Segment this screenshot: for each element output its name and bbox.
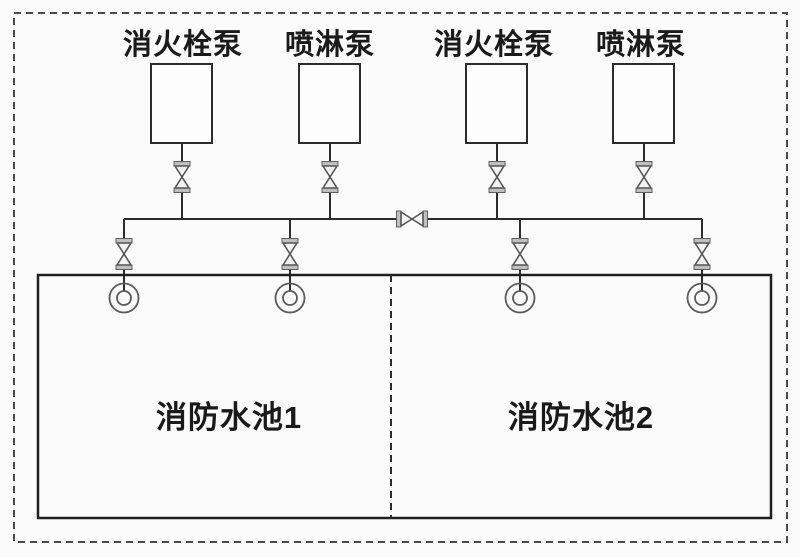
pump1-label: 消火栓泵 — [122, 29, 244, 61]
suction-valve-1-icon — [115, 237, 133, 271]
dashed-boundary — [13, 12, 788, 543]
pump3-label: 消火栓泵 — [433, 29, 555, 61]
header-isolation-valve-icon — [395, 210, 429, 228]
pump4-box — [612, 63, 675, 144]
tank2-label: 消防水池2 — [507, 400, 655, 435]
pump4-label: 喷淋泵 — [595, 29, 687, 61]
pump2-discharge-valve-icon — [321, 160, 339, 194]
suction-valve-4-icon — [693, 237, 711, 271]
tank1-label: 消防水池1 — [155, 400, 303, 435]
pump2-box — [298, 63, 361, 144]
pump3-discharge-valve-icon — [488, 160, 506, 194]
suction-valve-2-icon — [281, 237, 299, 271]
pump1-box — [150, 63, 213, 144]
pump4-discharge-valve-icon — [635, 160, 653, 194]
suction-valve-3-icon — [511, 237, 529, 271]
pump3-box — [465, 63, 528, 144]
water-tank-outline — [36, 273, 773, 520]
pump1-discharge-valve-icon — [173, 160, 191, 194]
pump2-label: 喷淋泵 — [284, 29, 376, 61]
